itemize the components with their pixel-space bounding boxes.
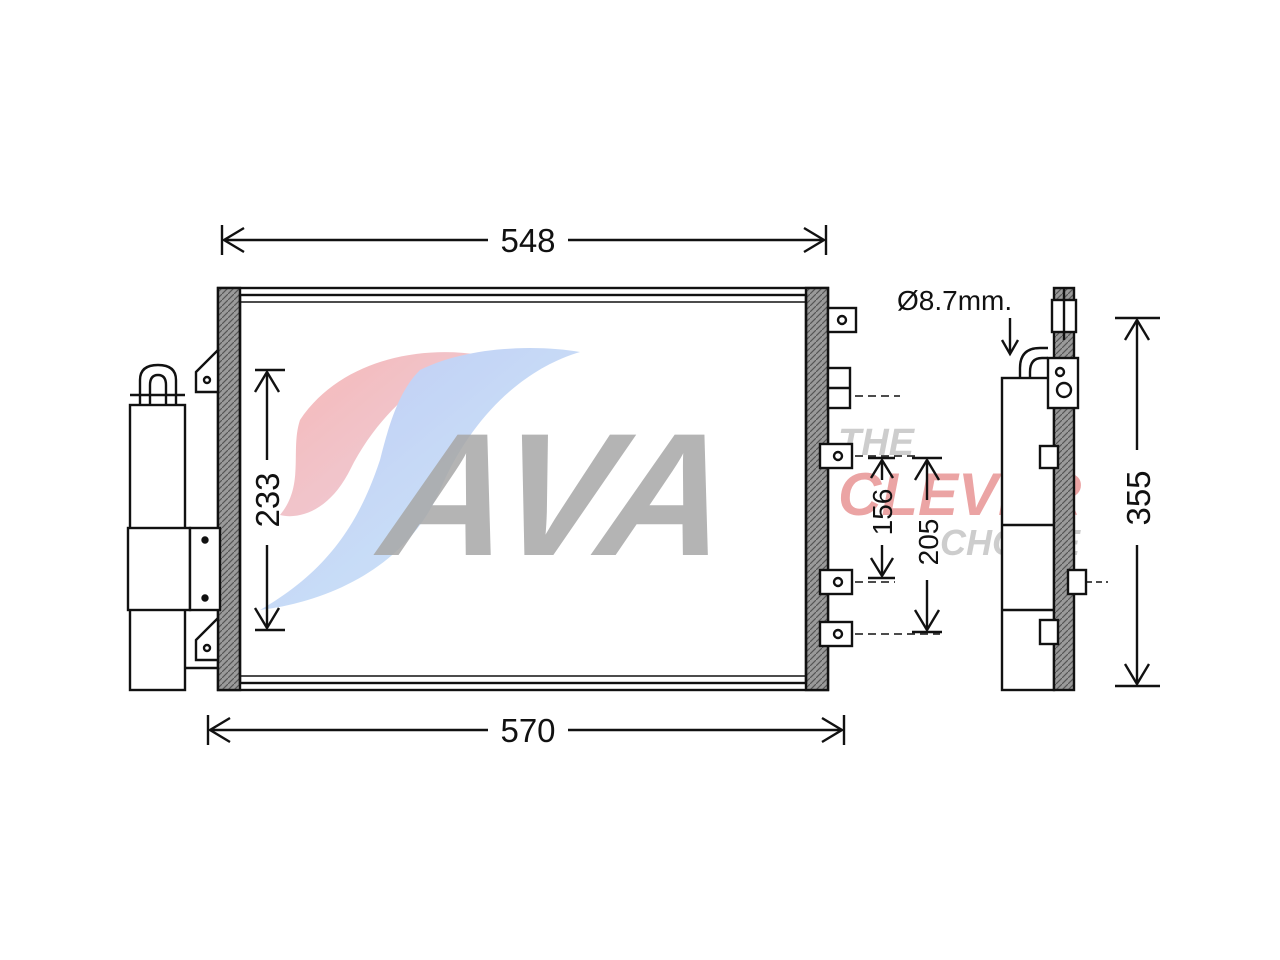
right-mounting-tabs xyxy=(818,306,858,648)
receiver-drier xyxy=(126,363,222,692)
dim-bottom-width: 570 xyxy=(500,712,555,749)
dim-top-width: 548 xyxy=(500,222,555,259)
left-tank xyxy=(216,286,242,692)
dim-inner-height-156: 156 xyxy=(867,489,898,536)
watermark: AVA THE CLEVER CHOICE xyxy=(260,347,1081,610)
left-bracket-top xyxy=(194,347,220,394)
watermark-swoosh-red xyxy=(280,352,480,517)
dim-side-height: 355 xyxy=(1120,470,1157,525)
dimension-lines xyxy=(206,225,1160,745)
dim-pipe-diameter: Ø8.7mm. xyxy=(897,285,1012,316)
watermark-swoosh-blue xyxy=(260,347,580,610)
dim-inner-height-205: 205 xyxy=(913,519,944,566)
side-view xyxy=(1000,286,1108,692)
left-bracket-bottom xyxy=(194,615,220,662)
front-view xyxy=(126,286,940,692)
core-matrix xyxy=(238,293,808,685)
dim-left-height: 233 xyxy=(249,472,286,527)
dimension-labels: 548 570 233 156 205 355 Ø8.7mm. xyxy=(249,222,1157,749)
watermark-brand: AVA xyxy=(368,398,743,593)
